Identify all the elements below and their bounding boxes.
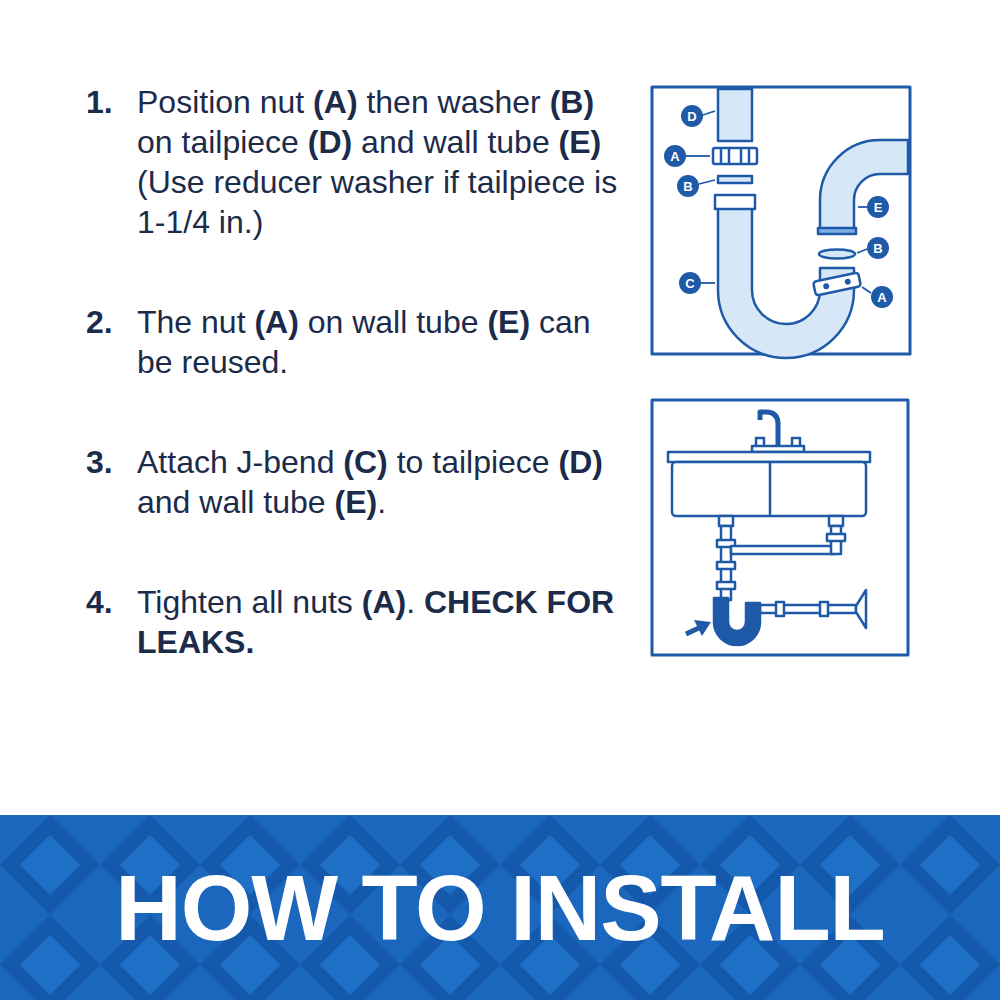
callout-circle: A <box>871 286 893 308</box>
text-run: 1. <box>86 84 113 120</box>
text-run: 4. <box>86 584 113 620</box>
text-run: (E) <box>334 484 377 520</box>
text-run: on tailpiece <box>137 124 308 160</box>
text-run: . <box>377 484 386 520</box>
text-run: (A) <box>313 84 357 120</box>
text-run: (D) <box>308 124 352 160</box>
callout-letter: B <box>873 242 882 255</box>
text-run: and wall tube <box>137 484 334 520</box>
text-run: (D) <box>559 444 603 480</box>
text-run: . <box>406 584 424 620</box>
banner-band <box>0 815 1000 1000</box>
callout-circle: B <box>677 175 699 197</box>
text-run: (E) <box>487 304 530 340</box>
text-run: (A) <box>254 304 298 340</box>
text-run: 3. <box>86 444 113 480</box>
step-number: 4. <box>86 582 134 622</box>
text-run: (A) <box>362 584 406 620</box>
callout-circle: D <box>681 105 703 127</box>
text-run: then washer <box>358 84 550 120</box>
text-run: Tighten all nuts <box>137 584 362 620</box>
text-run: on wall tube <box>299 304 488 340</box>
callout-letter: B <box>683 180 692 193</box>
exploded-trap <box>652 87 910 358</box>
text-run: Position nut <box>137 84 313 120</box>
callout-letter: A <box>670 150 679 163</box>
text-run: The nut <box>137 304 254 340</box>
text-run: (Use reducer washer if tailpiece is 1-1/… <box>137 164 617 240</box>
sink-illustration <box>652 400 908 655</box>
text-run: Attach J-bend <box>137 444 343 480</box>
step-text: Attach J-bend (C) to tailpiece (D) and w… <box>137 442 627 522</box>
callout-letter: D <box>687 110 696 123</box>
text-run: and wall tube <box>352 124 558 160</box>
step-text: The nut (A) on wall tube (E) can be reus… <box>137 302 627 382</box>
text-run: (C) <box>343 444 387 480</box>
text-run: 2. <box>86 304 113 340</box>
step-text: Tighten all nuts (A). CHECK FOR LEAKS. <box>137 582 627 662</box>
callout-letter: E <box>874 201 883 214</box>
text-run: (B) <box>550 84 594 120</box>
step-number: 3. <box>86 442 134 482</box>
callout-circle: B <box>867 237 889 259</box>
callout-letter: C <box>685 277 694 290</box>
callout-circle: E <box>867 196 889 218</box>
callout-letter: A <box>877 291 886 304</box>
banner-text: HOW TO INSTALL <box>115 862 885 954</box>
step-number: 1. <box>86 82 134 122</box>
text-run: to tailpiece <box>388 444 559 480</box>
step-number: 2. <box>86 302 134 342</box>
title-band: HOW TO INSTALL <box>0 815 1000 1000</box>
callout-circle: A <box>664 145 686 167</box>
text-run: (E) <box>559 124 602 160</box>
callout-circle: C <box>679 272 701 294</box>
step-text: Position nut (A) then washer (B) on tail… <box>137 82 627 242</box>
